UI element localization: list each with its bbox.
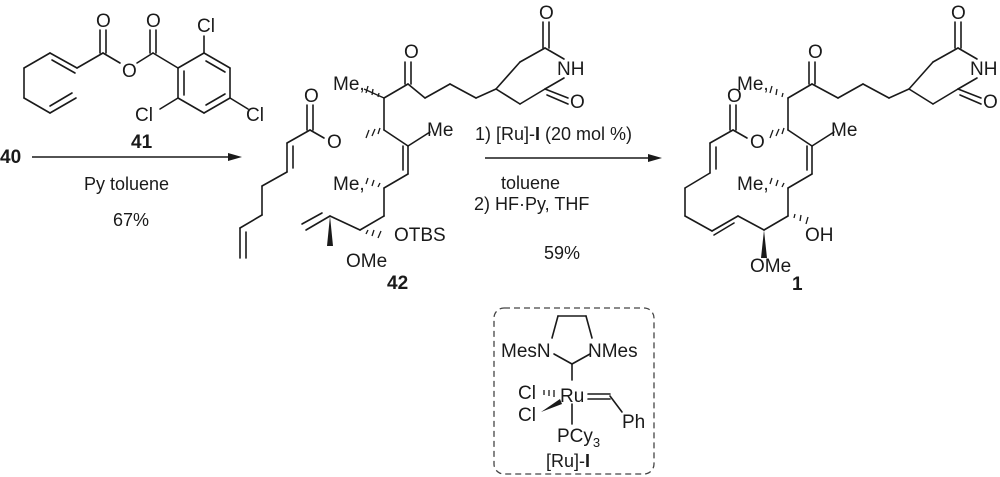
compound-label-41: 41 [131, 132, 153, 153]
atom-me: Me [427, 120, 453, 141]
atom-oh: OH [805, 225, 834, 246]
compound-label-40: 40 [0, 147, 21, 168]
atom-o: O [327, 132, 342, 153]
atom-o: O [122, 61, 137, 82]
atom-nh: NH [557, 59, 584, 80]
atom-me: Me, [333, 74, 365, 95]
atom-o: O [750, 132, 765, 153]
arrowhead-icon [648, 154, 662, 162]
atom-nh: NH [970, 59, 997, 80]
atom-o: O [727, 86, 742, 107]
step2-conditions-line2: toluene [501, 173, 560, 193]
catalyst-mesn: MesN [501, 341, 551, 362]
catalyst-pcy3: PCy3 [557, 426, 600, 450]
atom-me: Me [831, 120, 857, 141]
arrowhead-icon [228, 153, 242, 161]
atom-me: Me, [737, 74, 769, 95]
step2-conditions-line1: 1) [Ru]-I (20 mol %) [475, 124, 632, 144]
step1-conditions: Py toluene [84, 174, 169, 194]
atom-cl: Cl [246, 105, 264, 126]
stereo-bonds-42 [327, 85, 385, 246]
step2-conditions-line3: 2) HF·Py, THF [474, 194, 589, 214]
wedge-bond [761, 230, 767, 258]
atom-o: O [808, 42, 823, 63]
atom-me: Me, [737, 174, 769, 195]
catalyst-cl-bottom: Cl [518, 405, 536, 426]
catalyst-ru: Ru [560, 386, 584, 407]
atom-o: O [539, 3, 554, 24]
atom-o: O [404, 42, 419, 63]
intermediate-42-structure [239, 21, 569, 259]
atom-o: O [951, 3, 966, 24]
compound-label-1: 1 [792, 274, 803, 295]
atom-cl: Cl [197, 16, 215, 37]
atom-ome: OMe [346, 251, 387, 272]
product-1-structure [684, 21, 982, 236]
catalyst-ph: Ph [622, 412, 645, 433]
atom-o: O [983, 92, 998, 113]
atom-cl: Cl [135, 105, 153, 126]
compound-label-42: 42 [387, 273, 408, 294]
wedge-bond [541, 399, 562, 412]
catalyst-label: [Ru]-I [546, 451, 590, 471]
atom-ome: OMe [750, 256, 791, 277]
step1-yield: 67% [113, 210, 149, 230]
atom-me: Me, [333, 174, 365, 195]
atom-o: O [146, 11, 161, 32]
catalyst-nmes: NMes [588, 341, 638, 362]
catalyst-box [493, 307, 655, 475]
atom-otbs: OTBS [394, 225, 446, 246]
catalyst-cl-top: Cl [518, 383, 536, 404]
reagent-41-structure [23, 29, 249, 114]
atom-o: O [570, 92, 585, 113]
wedge-bond [327, 216, 333, 246]
atom-o: O [96, 11, 111, 32]
atom-o: O [304, 86, 319, 107]
catalyst-structure [541, 315, 623, 425]
step2-yield: 59% [544, 243, 580, 263]
stereo-bonds-1 [761, 85, 809, 258]
